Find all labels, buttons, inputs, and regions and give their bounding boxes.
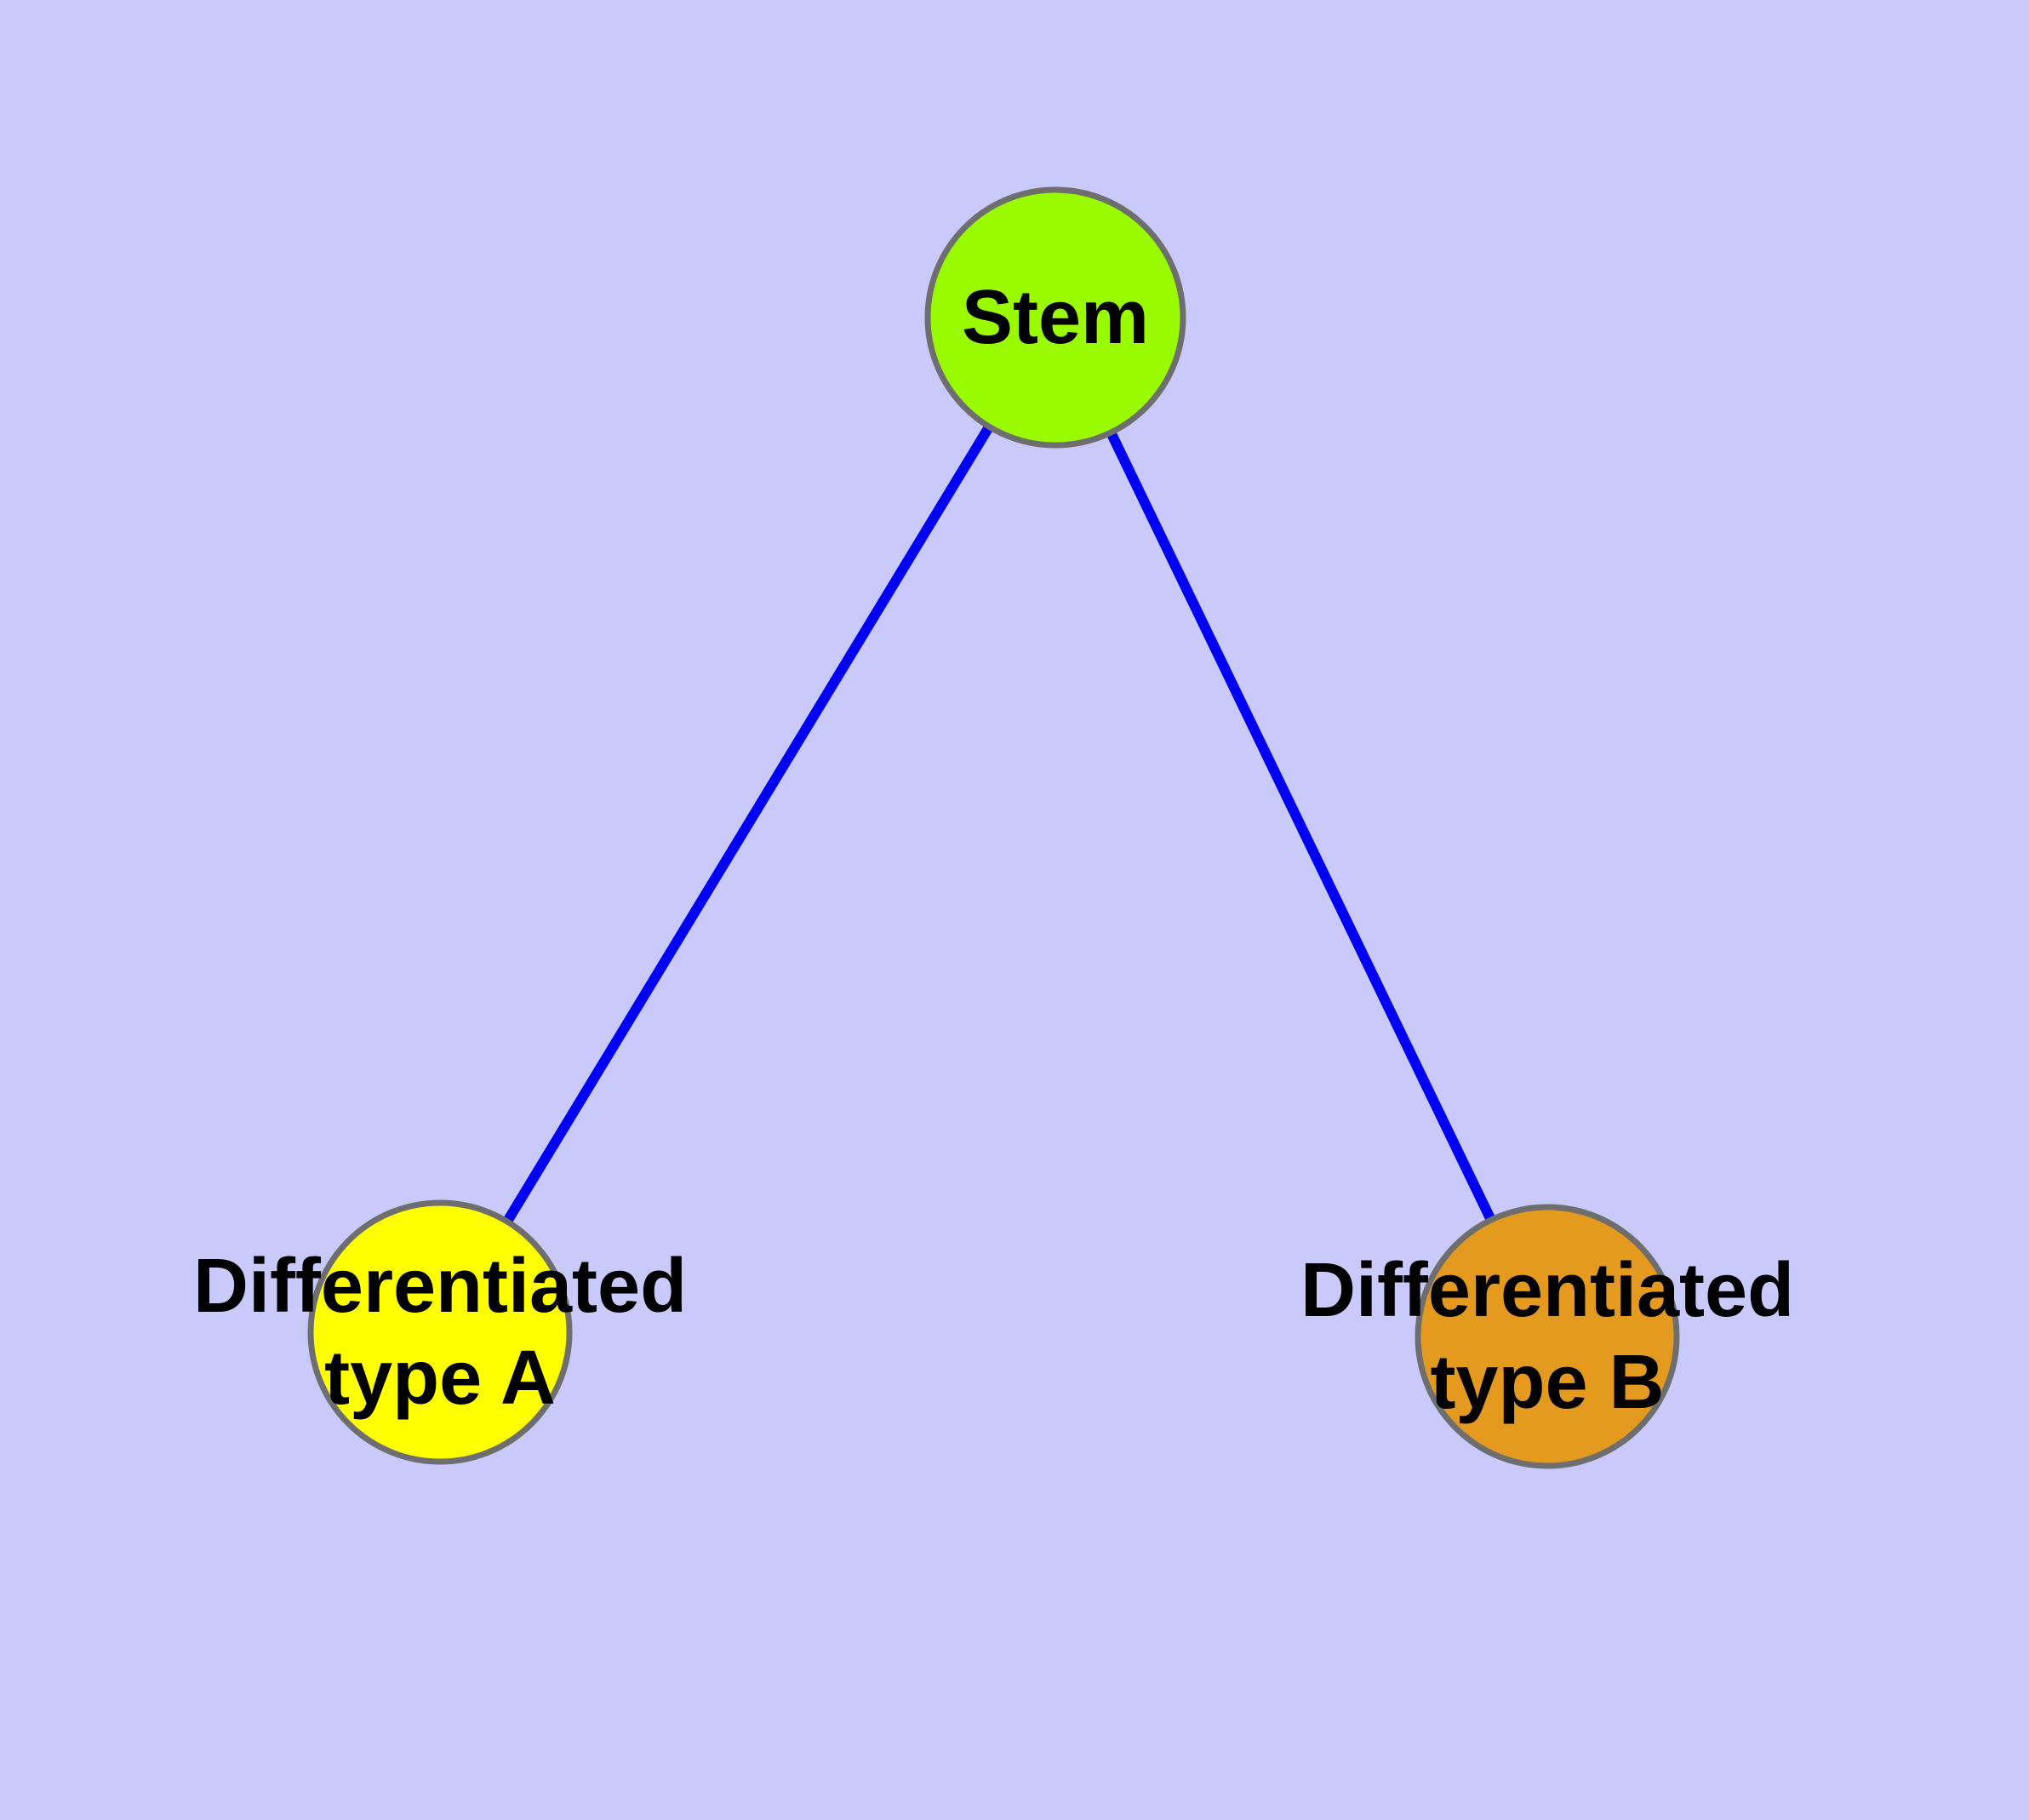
node-stem[interactable]	[924, 186, 1186, 449]
node-label-type-a-line2: type A	[324, 1336, 556, 1421]
edge-stem-to-type-b	[1050, 315, 1552, 1339]
node-differentiated-type-a[interactable]	[307, 1199, 573, 1465]
node-label-differentiated-type-b: Differentiated type B	[1300, 1245, 1794, 1428]
node-differentiated-type-b[interactable]	[1415, 1204, 1680, 1469]
node-label-stem-text: Stem	[961, 275, 1150, 360]
node-label-differentiated-type-a: Differentiated type A	[193, 1240, 687, 1424]
node-label-type-b-line2: type B	[1430, 1340, 1665, 1425]
node-label-stem: Stem	[962, 272, 1149, 363]
node-label-type-b-line1: Differentiated	[1300, 1248, 1795, 1333]
node-label-type-a-line1: Differentiated	[192, 1244, 688, 1329]
edge-stem-to-type-a	[435, 314, 1060, 1336]
